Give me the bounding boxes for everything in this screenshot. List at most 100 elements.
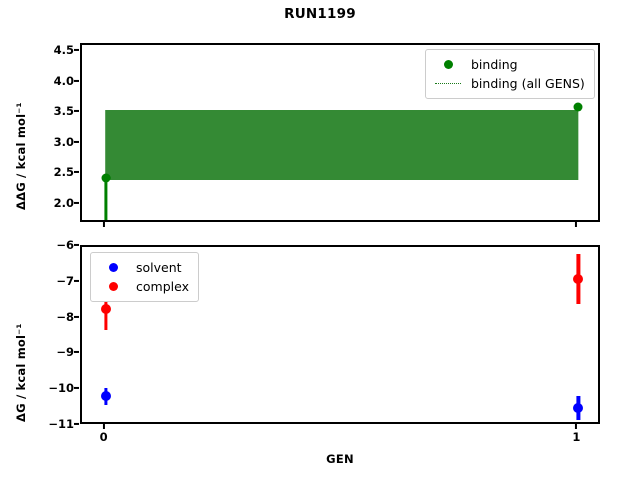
binding-all-gens-trace — [467, 109, 470, 181]
binding-all-gens-trace — [446, 109, 449, 181]
binding-all-gens-trace — [257, 109, 260, 181]
binding-all-gens-trace — [124, 109, 127, 181]
binding-all-gens-trace — [427, 109, 430, 181]
binding-all-gens-trace — [238, 109, 241, 181]
binding-all-gens-trace — [465, 109, 468, 181]
binding-all-gens-trace — [190, 109, 193, 181]
binding-all-gens-trace — [219, 109, 222, 181]
binding-all-gens-trace — [177, 109, 180, 181]
binding-all-gens-trace — [543, 109, 546, 181]
binding-all-gens-trace — [241, 109, 244, 181]
binding-all-gens-trace — [409, 109, 412, 181]
y-axis-tick-label: −6 — [56, 238, 74, 252]
binding-all-gens-trace — [164, 109, 167, 181]
binding-all-gens-trace — [323, 109, 326, 181]
binding-all-gens-trace — [361, 109, 364, 181]
binding-all-gens-trace — [468, 109, 471, 181]
binding-all-gens-trace — [110, 109, 113, 181]
binding-all-gens-trace — [148, 109, 151, 181]
binding-data-point — [101, 173, 111, 183]
binding-all-gens-trace — [558, 109, 561, 181]
binding-all-gens-trace — [486, 109, 489, 181]
legend-marker-dot-icon — [108, 282, 118, 291]
binding-all-gens-trace — [151, 109, 154, 181]
y-axis-tick-label: −11 — [48, 417, 74, 431]
binding-all-gens-trace — [184, 109, 187, 181]
y-axis-tick-mark — [74, 422, 79, 426]
y-axis-tick-label: 2.0 — [53, 195, 74, 210]
binding-all-gens-trace — [412, 109, 415, 181]
binding-all-gens-trace — [555, 109, 558, 181]
binding-all-gens-trace — [266, 109, 269, 181]
y-axis-tick-mark — [74, 387, 79, 390]
binding-all-gens-trace — [185, 109, 188, 181]
binding-all-gens-trace — [232, 109, 235, 181]
binding-all-gens-trace — [415, 109, 418, 181]
binding-all-gens-trace — [376, 109, 379, 181]
binding-all-gens-trace — [400, 109, 403, 181]
binding-all-gens-trace — [432, 109, 435, 181]
binding-all-gens-trace — [536, 109, 539, 181]
binding-all-gens-trace — [546, 109, 549, 181]
binding-all-gens-trace — [272, 109, 275, 181]
binding-all-gens-trace — [488, 109, 491, 181]
legend-marker-dot-icon — [108, 263, 118, 272]
binding-all-gens-trace — [535, 109, 538, 181]
binding-all-gens-trace — [511, 109, 514, 181]
binding-all-gens-trace — [328, 109, 331, 181]
binding-all-gens-trace — [143, 109, 146, 181]
binding-all-gens-trace — [451, 109, 454, 181]
binding-all-gens-trace — [209, 109, 212, 181]
binding-all-gens-trace — [175, 109, 178, 181]
binding-all-gens-trace — [513, 109, 516, 181]
binding-all-gens-trace — [424, 109, 427, 181]
binding-all-gens-trace — [228, 109, 231, 181]
binding-all-gens-trace — [195, 109, 198, 181]
y-axis-tick-label: 4.0 — [53, 73, 74, 88]
binding-all-gens-trace — [125, 109, 128, 181]
binding-all-gens-trace — [459, 109, 462, 181]
binding-all-gens-trace — [254, 109, 257, 181]
binding-all-gens-trace — [319, 109, 322, 181]
binding-all-gens-trace — [418, 109, 421, 181]
binding-all-gens-trace — [149, 109, 152, 181]
binding-all-gens-trace — [139, 109, 142, 181]
binding-all-gens-trace — [222, 109, 225, 181]
binding-all-gens-trace — [548, 109, 551, 181]
binding-all-gens-trace — [423, 109, 426, 181]
binding-all-gens-trace — [377, 109, 380, 181]
binding-all-gens-trace — [346, 109, 349, 181]
binding-all-gens-trace — [127, 109, 130, 181]
binding-all-gens-trace — [104, 109, 107, 181]
binding-all-gens-trace — [304, 109, 307, 181]
binding-all-gens-trace — [359, 109, 362, 181]
binding-all-gens-trace — [160, 109, 163, 181]
legend-dotted-line-icon — [435, 83, 461, 84]
binding-all-gens-trace — [187, 109, 190, 181]
legend-marker-dot-icon — [443, 60, 453, 69]
binding-all-gens-trace — [448, 109, 451, 181]
binding-all-gens-trace — [462, 109, 465, 181]
binding-all-gens-trace — [514, 109, 517, 181]
binding-all-gens-trace — [169, 109, 172, 181]
binding-all-gens-trace — [144, 109, 147, 181]
binding-all-gens-trace — [163, 109, 166, 181]
binding-all-gens-trace — [136, 109, 139, 181]
binding-all-gens-trace — [489, 109, 492, 181]
x-axis-tick-mark — [102, 222, 105, 227]
binding-all-gens-trace — [437, 109, 440, 181]
binding-all-gens-trace — [485, 109, 488, 181]
binding-all-gens-trace — [340, 109, 343, 181]
binding-all-gens-trace — [289, 109, 292, 181]
binding-all-gens-trace — [552, 109, 555, 181]
binding-all-gens-trace — [341, 109, 344, 181]
y-axis-tick-mark — [74, 243, 79, 247]
binding-all-gens-trace — [481, 109, 484, 181]
binding-all-gens-trace — [544, 109, 547, 181]
binding-all-gens-trace — [466, 109, 469, 181]
binding-all-gens-trace — [122, 109, 125, 181]
binding-all-gens-trace — [460, 109, 463, 181]
binding-all-gens-trace — [200, 109, 203, 181]
binding-all-gens-trace — [402, 109, 405, 181]
